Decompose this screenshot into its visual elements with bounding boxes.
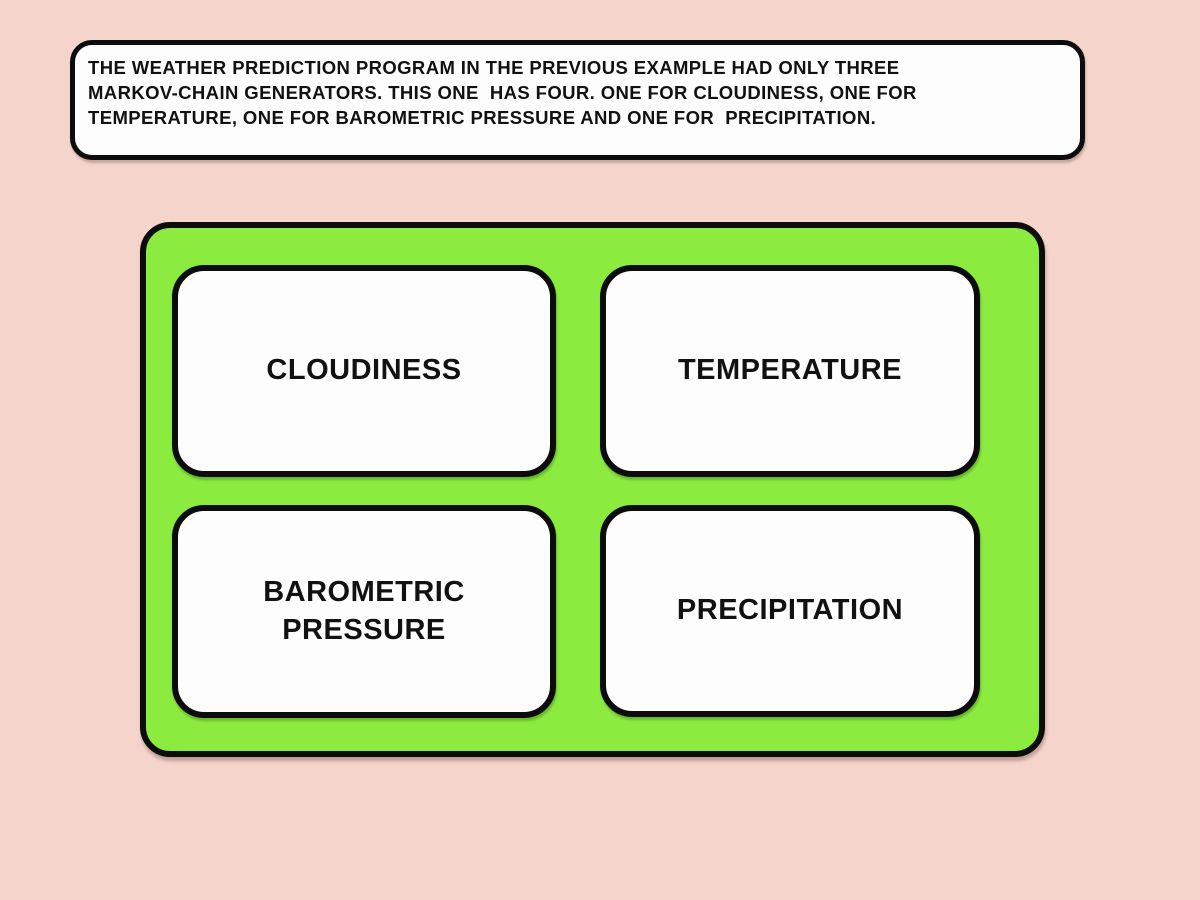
banner-text-line-1: THE WEATHER PREDICTION PROGRAM IN THE PR… [88,57,900,78]
generator-box-precipitation: PRECIPITATION [600,505,980,717]
generator-label-temperature: TEMPERATURE [677,354,903,387]
generators-container: CLOUDINESS TEMPERATURE BAROMETRIC PRESSU… [140,222,1045,757]
banner-text-line-3: TEMPERATURE, ONE FOR BAROMETRIC PRESSURE… [88,107,877,128]
banner-text-line-2: MARKOV-CHAIN GENERATORS. THIS ONE HAS FO… [88,82,917,103]
generator-box-temperature: TEMPERATURE [600,265,980,477]
generator-box-cloudiness: CLOUDINESS [172,265,556,477]
generator-label-barometric-pressure: BAROMETRIC PRESSURE [263,575,465,646]
generator-label-cloudiness: CLOUDINESS [266,354,462,387]
generator-label-precipitation: PRECIPITATION [676,594,904,627]
description-banner: THE WEATHER PREDICTION PROGRAM IN THE PR… [70,40,1085,160]
generator-box-barometric-pressure: BAROMETRIC PRESSURE [172,505,556,718]
